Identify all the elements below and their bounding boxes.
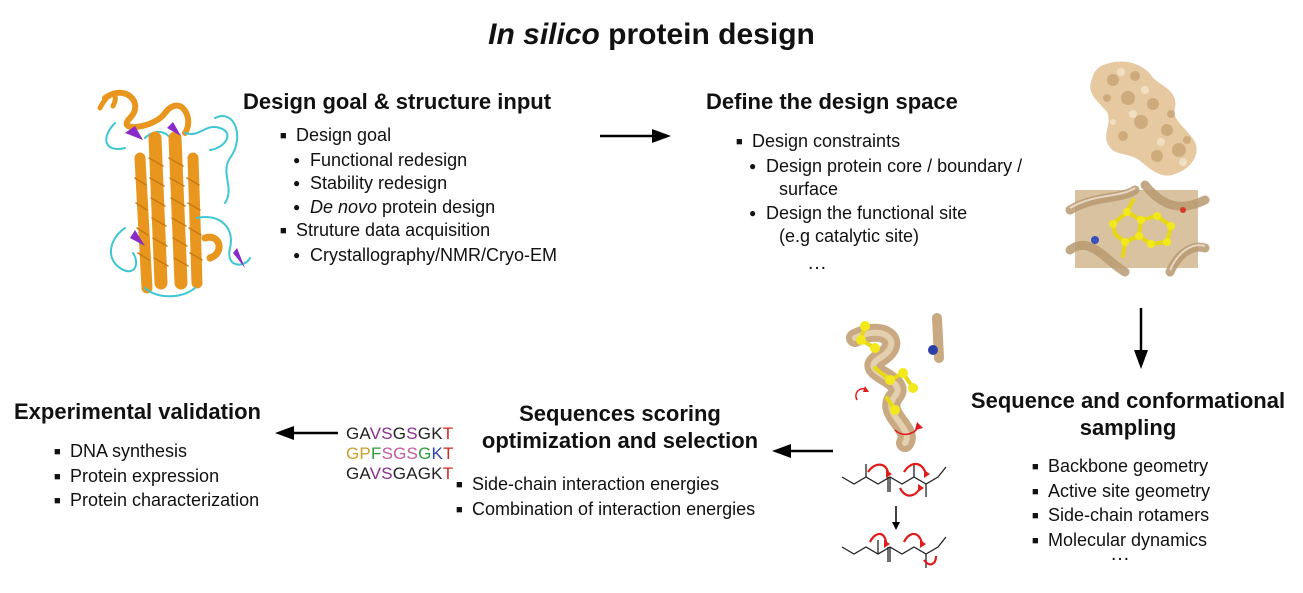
space-list: Design constraints Design protein core /… [736, 130, 1022, 249]
sampling-heading-line1: Sequence and conformational [970, 388, 1286, 413]
goal-list: Design goal Functional redesign Stabilit… [280, 124, 557, 267]
validation-item: Protein characterization [54, 489, 259, 514]
space-item: (e.g catalytic site) [779, 226, 920, 246]
sequence-segment: VS [369, 424, 393, 443]
sequence-segment: GA [346, 424, 370, 443]
space-item: Design constraints [736, 130, 1022, 155]
validation-list: DNA synthesis Protein expression Protein… [54, 440, 259, 514]
sampling-item: Backbone geometry [1032, 455, 1210, 480]
diagram-title: In silico protein design [0, 18, 1303, 52]
sequence-row: GAVSGAGKT [346, 464, 454, 484]
sequence-segment: T [442, 464, 454, 483]
helix-bundle-protein-icon [97, 89, 251, 298]
title-italic-part: In silico [488, 18, 600, 51]
sequence-segment: GK [417, 424, 443, 443]
sequence-segment: GA [346, 464, 370, 483]
space-heading: Define the design space [706, 89, 958, 114]
sequence-segment: G [392, 424, 407, 443]
sampling-item: Molecular dynamics [1032, 529, 1210, 554]
protein-surface-icon [1090, 61, 1197, 176]
arrow-down-icon [1134, 308, 1148, 369]
space-item: surface [779, 179, 839, 199]
goal-item: Stability redesign [280, 172, 557, 196]
goal-item-italic: De novo [310, 196, 378, 217]
validation-item: Protein expression [54, 465, 259, 490]
space-item: Design protein core / boundary / [736, 155, 1022, 179]
sampling-ellipsis: … [1110, 543, 1130, 565]
sequence-segment: T [443, 444, 454, 463]
sampling-item: Side-chain rotamers [1032, 504, 1210, 529]
helix-sidechain-icon [846, 313, 944, 452]
goal-item-rest: protein design [377, 196, 496, 217]
sampling-heading-line2: sampling [1079, 415, 1177, 440]
title-rest-part: protein design [599, 18, 815, 51]
sequence-segment: GP [346, 444, 371, 463]
sampling-item: Active site geometry [1032, 480, 1210, 505]
goal-item: Design goal [280, 124, 557, 149]
sequence-segment: SGS [381, 444, 419, 463]
arrow-right-icon [600, 129, 671, 143]
goal-item: Crystallography/NMR/Cryo-EM [280, 244, 557, 268]
scoring-heading-line1: Sequences scoring [519, 401, 721, 426]
scoring-heading-line2: optimization and selection [481, 428, 759, 453]
scoring-item: Side-chain interaction energies [456, 473, 755, 498]
sequence-segment: S [406, 424, 418, 443]
sequence-segment: K [431, 444, 444, 463]
scoring-item: Combination of interaction energies [456, 498, 755, 523]
validation-item: DNA synthesis [54, 440, 259, 465]
goal-item: Struture data acquisition [280, 219, 557, 244]
goal-heading: Design goal & structure input [243, 89, 552, 114]
arrow-left-icon [772, 444, 833, 458]
sampling-list: Backbone geometry Active site geometry S… [1032, 455, 1210, 553]
active-site-closeup-icon [1065, 180, 1210, 277]
sequence-segment: G [418, 444, 432, 463]
goal-item: De novo protein design [280, 196, 557, 220]
sequence-segment: GAGK [392, 464, 443, 483]
sequence-segment: F [370, 444, 382, 463]
scoring-list: Side-chain interaction energies Combinat… [456, 473, 755, 522]
sequence-segment: VS [369, 464, 393, 483]
validation-heading: Experimental validation [14, 399, 261, 424]
goal-item: Functional redesign [280, 149, 557, 173]
sequence-row: GAVSGSGKT [346, 424, 454, 444]
arrow-left-icon [275, 426, 338, 440]
backbone-dihedral-icon [841, 462, 947, 568]
sequence-row: GPFSGSGKT [346, 444, 454, 464]
space-ellipsis: … [807, 252, 827, 274]
space-item: Design the functional site [736, 202, 1022, 226]
sequence-segment: T [442, 424, 454, 443]
